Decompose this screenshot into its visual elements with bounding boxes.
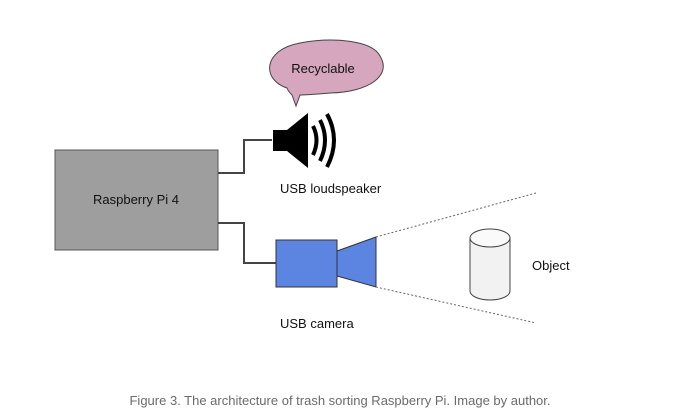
field-of-view-upper (375, 192, 537, 238)
speech-bubble: Recyclable (269, 39, 384, 108)
connector-pi-to-speaker (218, 139, 272, 174)
connector-pi-to-camera (218, 222, 276, 264)
raspberry-pi-node: Raspberry Pi 4 (54, 149, 219, 251)
raspberry-pi-box (54, 149, 219, 251)
speech-bubble-label: Recyclable (291, 61, 355, 76)
camera-icon (275, 236, 377, 288)
camera-lens (336, 236, 377, 288)
field-of-view-lower (375, 286, 537, 324)
camera-label: USB camera (280, 316, 354, 331)
camera-body (275, 239, 338, 288)
loudspeaker-icon (273, 113, 336, 168)
object-cylinder-icon (469, 228, 511, 301)
speech-bubble-shape (269, 39, 384, 108)
raspberry-pi-label: Raspberry Pi 4 (93, 192, 179, 207)
object-label: Object (532, 258, 570, 273)
loudspeaker-label: USB loudspeaker (280, 181, 382, 196)
figure-caption: Figure 3. The architecture of trash sort… (129, 393, 551, 408)
